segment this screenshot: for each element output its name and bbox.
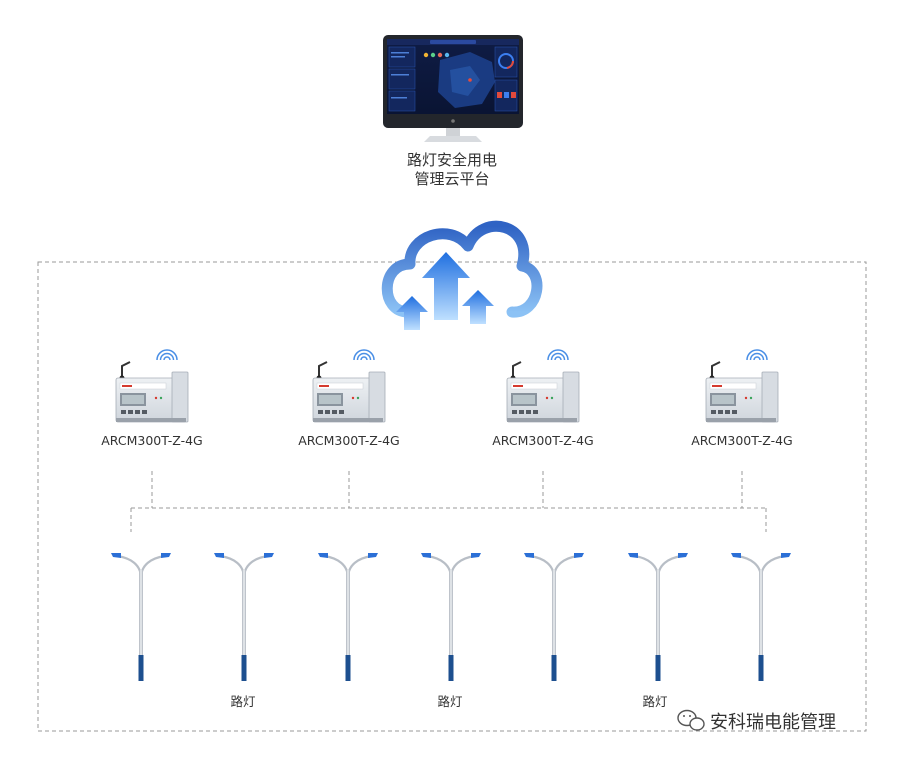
device-label: ARCM300T-Z-4G: [101, 433, 202, 448]
wechat-icon: [677, 709, 705, 731]
wifi-icon: [746, 349, 768, 361]
streetlight-icon: [524, 553, 584, 681]
streetlight-label: 路灯: [642, 694, 667, 709]
device-label: ARCM300T-Z-4G: [691, 433, 792, 448]
streetlight-icon: [318, 553, 378, 681]
streetlight-icon: [214, 553, 274, 681]
streetlight-icon: [628, 553, 688, 681]
metering-device: ARCM300T-Z-4G: [101, 349, 203, 448]
metering-device: ARCM300T-Z-4G: [691, 349, 793, 448]
metering-device: ARCM300T-Z-4G: [492, 349, 594, 448]
cloud-upload-icon: [381, 220, 543, 330]
platform-title-line2: 管理云平台: [414, 170, 489, 188]
platform-title-line1: 路灯安全用电: [407, 151, 497, 169]
streetlight-label: 路灯: [230, 694, 255, 709]
streetlight-icon: [421, 553, 481, 681]
device-label: ARCM300T-Z-4G: [298, 433, 399, 448]
streetlight-label: 路灯: [437, 694, 462, 709]
device-label: ARCM300T-Z-4G: [492, 433, 593, 448]
wifi-icon: [156, 349, 178, 361]
metering-device: ARCM300T-Z-4G: [298, 349, 400, 448]
streetlight-icon: [111, 553, 171, 681]
wifi-icon: [353, 349, 375, 361]
monitor-icon: [383, 35, 523, 142]
watermark-text: 安科瑞电能管理: [710, 712, 836, 733]
streetlight-icon: [731, 553, 791, 681]
wifi-icon: [547, 349, 569, 361]
